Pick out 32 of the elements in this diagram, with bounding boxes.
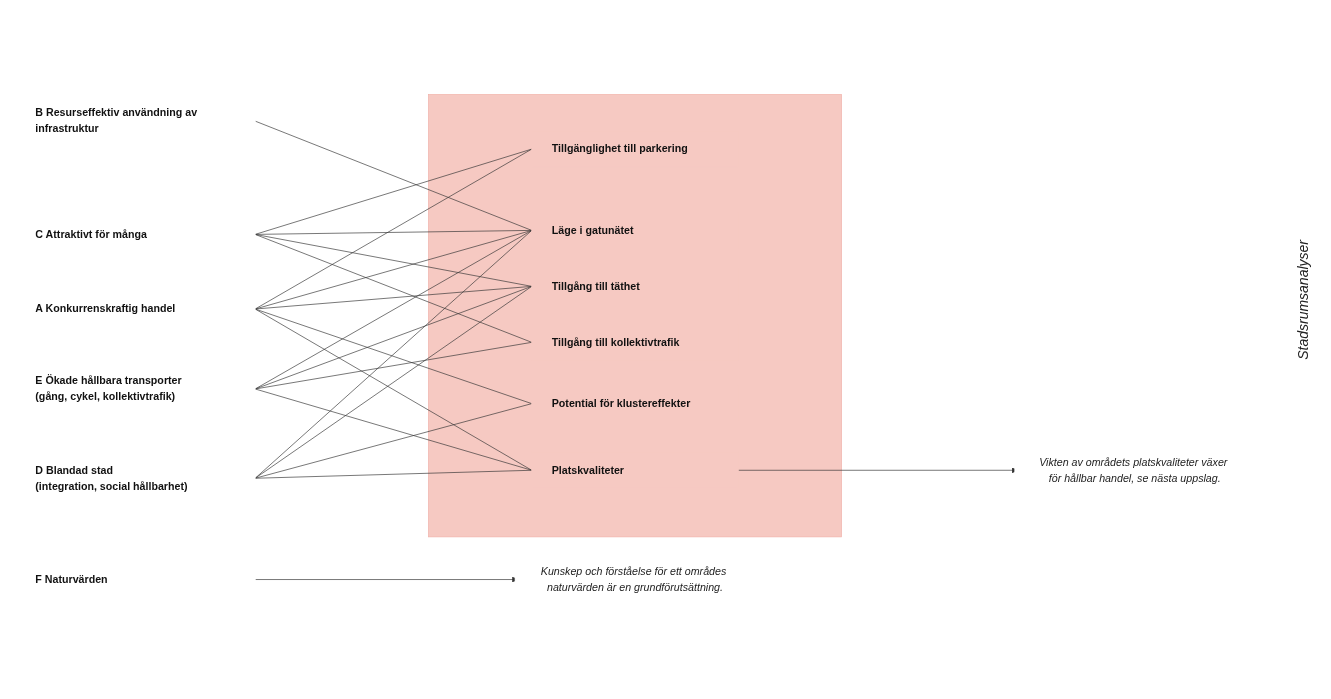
node-text: Vikten av områdets platskvaliteter växer för hållbar handel, se nästa uppslag. [1039,456,1228,484]
node-text: Kunskep och förståelse för ett områdes naturvärden är en grundförutsättning. [540,565,727,593]
connector [254,230,533,310]
connector [254,469,533,479]
connector [254,403,533,479]
connector [254,120,533,231]
connector [254,234,533,343]
side-note: Stadsrumsanalyser [1295,240,1311,360]
connector [254,286,533,479]
connector [254,230,533,235]
connector [254,308,533,471]
node-text: E Ökade hållbara transporter (gång, cykel, kollektivtrafik) [35,374,182,403]
connector [254,148,533,310]
cluster [428,94,842,538]
node-text: D Blandad stad (integration, social hållbarhet) [35,464,188,492]
connector [254,230,533,479]
node-text: Potential för klustereffekter [551,397,691,409]
node-text: F Naturvärden [35,573,108,585]
node-text: Platskvaliteter [551,464,625,476]
connector [254,148,533,235]
node-text: Tillgång till kollektivtrafik [551,336,680,348]
connector [254,342,533,390]
connector [254,230,533,390]
connector [254,388,533,471]
node-text: Tillgänglighet till parkering [551,143,688,155]
node-text: C Attraktivt för många [35,228,147,240]
connector [254,308,533,404]
connector [254,286,533,390]
node-text: Läge i gatunätet [551,224,634,236]
node-text: A Konkurrenskraftig handel [35,303,176,315]
node-text: Tillgång till täthet [551,280,640,292]
node-text: B Resurseffektiv användning av infrastruktur [35,107,198,135]
